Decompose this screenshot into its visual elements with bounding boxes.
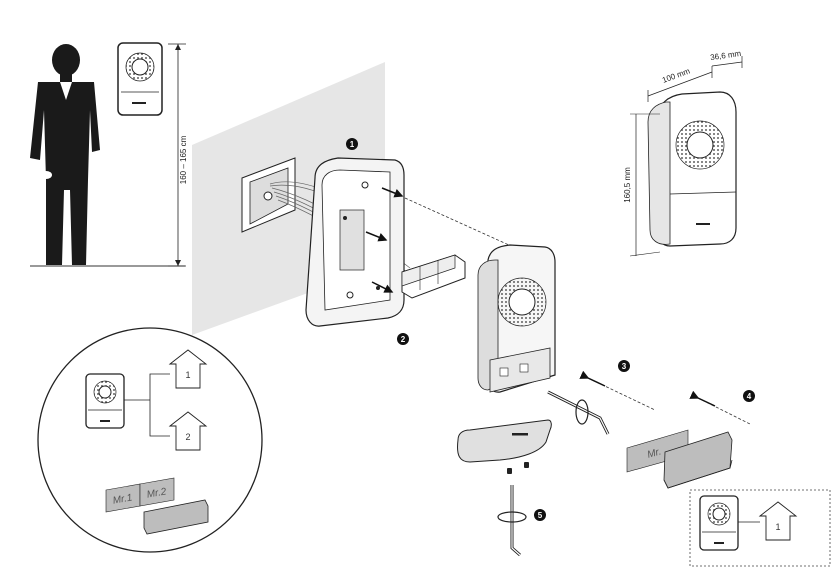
- name-tag-second-text: Mr.2: [146, 486, 168, 500]
- terminal-block: [401, 254, 466, 299]
- height-range-label: 160 – 165 cm: [179, 135, 188, 184]
- step-3-label: 3: [622, 362, 627, 371]
- house-arrow-icon-2: 2: [168, 411, 208, 451]
- step-1-label: 1: [350, 140, 355, 149]
- screw-icon: [365, 187, 404, 293]
- step-badge-1: 1: [346, 138, 358, 150]
- rotate-arrow-icon-5: [497, 511, 527, 523]
- step-4-label: 4: [747, 392, 752, 401]
- step-badge-3: 3: [618, 360, 630, 372]
- name-tag-first-text: Mr.1: [112, 492, 133, 506]
- screw-icon-4: [689, 390, 716, 407]
- front-unit: [477, 244, 556, 393]
- step-5-label: 5: [538, 511, 543, 520]
- step-badge-4: 4: [743, 390, 755, 402]
- step-badge-2: 2: [397, 333, 409, 345]
- allen-key-icon: [547, 390, 610, 435]
- house-2-label: 2: [185, 432, 190, 442]
- doorbell-panel-icon-detail: [85, 373, 125, 429]
- house-arrow-icon-1: 1: [168, 349, 208, 389]
- step-badge-5: 5: [534, 509, 546, 521]
- step-2-label: 2: [401, 335, 406, 344]
- person-silhouette: [30, 44, 100, 265]
- detail-circle: 1 2 Mr.1 Mr.2: [37, 327, 263, 553]
- width-label: 100 mm: [661, 66, 692, 84]
- doorbell-panel-icon: [117, 42, 163, 116]
- doorbell-panel-icon-inset: [699, 495, 739, 551]
- back-plate: [305, 157, 405, 327]
- depth-label: 36,6 mm: [710, 49, 742, 62]
- tag-cover-double: [143, 499, 209, 535]
- house-arrow-icon-inset: 1: [758, 501, 798, 541]
- inset-box: 1: [689, 489, 831, 567]
- house-1-label: 1: [185, 370, 190, 380]
- guide-line: [404, 197, 521, 251]
- house-inset-label: 1: [775, 522, 780, 532]
- screw-icon-5: [507, 462, 529, 474]
- height-label: 160,5 mm: [623, 167, 632, 203]
- tag-cover-single: [663, 431, 733, 489]
- screw-icon-3: [579, 370, 606, 387]
- bottom-cover: [457, 419, 552, 463]
- allen-key-5: [497, 485, 527, 557]
- dimension-drawing: 100 mm 36,6 mm 160,5 mm: [623, 49, 743, 257]
- rotate-arrow-icon: [575, 399, 589, 425]
- name-tag-single-text: Mr.: [646, 446, 662, 460]
- height-dimension: 160 – 165 cm: [168, 43, 188, 267]
- name-tag-double: Mr.1 Mr.2: [105, 477, 175, 513]
